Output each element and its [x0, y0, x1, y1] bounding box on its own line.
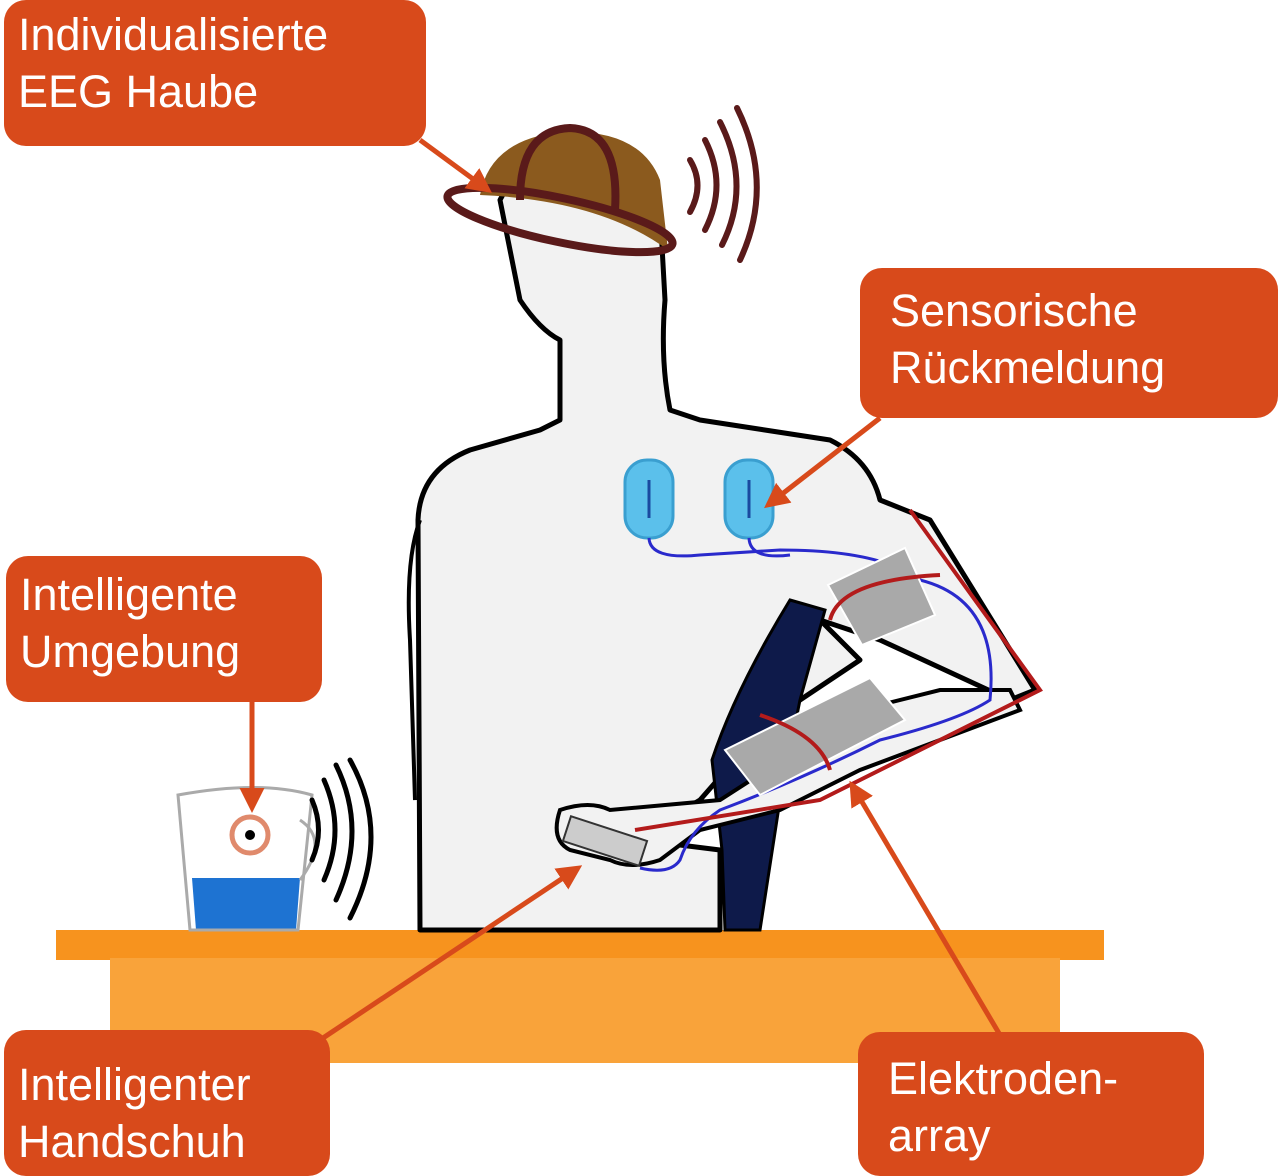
headband: [443, 183, 677, 257]
electrode-wire: [639, 537, 993, 872]
callout-arrows: [239, 137, 1003, 1043]
label-environment-line1: Intelligente: [20, 569, 238, 620]
label-smart-environment: Intelligente Umgebung: [6, 556, 322, 702]
label-glove-line1: Intelligenter: [18, 1059, 251, 1110]
label-sensory-line1: Sensorische: [890, 285, 1138, 336]
label-sensory-feedback: Sensorische Rückmeldung: [860, 268, 1278, 418]
arrow-glove: [318, 865, 583, 1043]
glass-sensor-dot: [245, 830, 255, 840]
arrow-electrode: [849, 780, 1003, 1037]
arrow-eeg: [418, 137, 493, 193]
glove-device: [561, 815, 649, 867]
electrode-array-lower: [723, 676, 907, 797]
label-eeg-cap: Individualisierte EEG Haube: [4, 0, 426, 146]
label-electrode-line1: Elektroden-: [888, 1053, 1119, 1104]
eeg-cap: [443, 123, 677, 257]
sensory-electrodes: [623, 458, 993, 872]
head-signal-waves: [687, 105, 760, 263]
smart-glove: [561, 815, 649, 867]
arrow-sensory: [764, 416, 882, 509]
label-glove-line2: Handschuh: [18, 1116, 246, 1167]
table-top: [56, 930, 1104, 960]
smart-glass: [176, 786, 317, 932]
glass-water: [192, 878, 300, 930]
electrode-array-upper: [826, 546, 937, 647]
label-electrode-line2: array: [888, 1110, 991, 1161]
label-eeg-line1: Individualisierte: [18, 9, 329, 60]
label-eeg-line2: EEG Haube: [18, 66, 259, 117]
label-smart-glove: Intelligenter Handschuh: [4, 1030, 330, 1176]
glass-outline: [176, 786, 314, 932]
label-environment-line2: Umgebung: [20, 626, 241, 677]
glass-signal-waves: [309, 757, 374, 921]
back-contour: [406, 519, 422, 801]
label-sensory-line2: Rückmeldung: [890, 342, 1166, 393]
person: [406, 147, 1038, 933]
stimulation-lines: [634, 508, 1043, 832]
cap-loop: [516, 123, 620, 211]
label-electrode-array: Elektroden- array: [858, 1032, 1204, 1176]
